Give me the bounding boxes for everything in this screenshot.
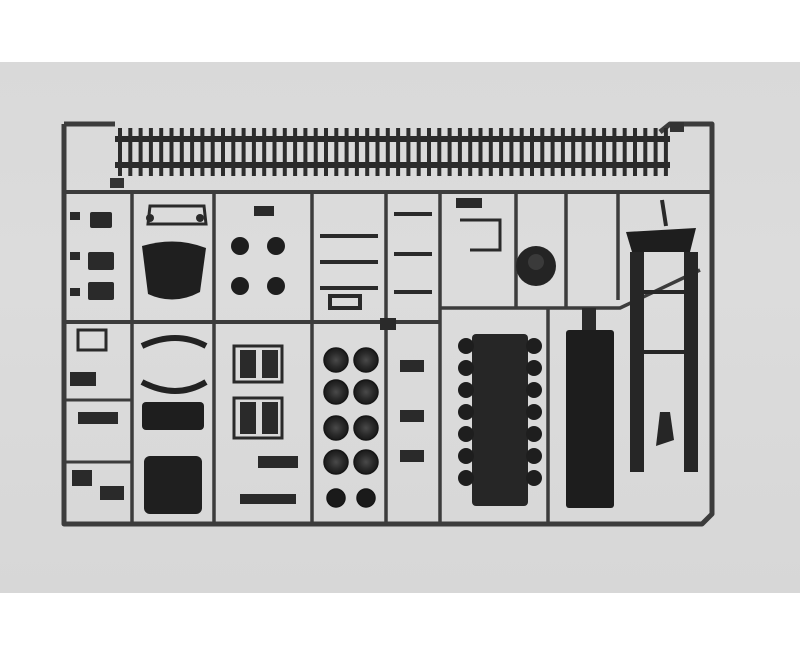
sleeper bbox=[365, 128, 370, 176]
chassis-wheel bbox=[458, 360, 474, 376]
sleeper bbox=[602, 128, 607, 176]
sleeper bbox=[416, 128, 421, 176]
wheel bbox=[356, 488, 376, 508]
side-panel-parts bbox=[232, 344, 298, 504]
chassis-wheel bbox=[526, 360, 542, 376]
sleeper bbox=[663, 128, 668, 176]
sleeper bbox=[231, 128, 236, 176]
misc-small-parts bbox=[70, 318, 424, 500]
wheel bbox=[323, 415, 349, 441]
wheel bbox=[323, 347, 349, 373]
sleeper bbox=[560, 128, 565, 176]
sleeper bbox=[241, 128, 246, 176]
wheel bbox=[323, 379, 349, 405]
sleeper bbox=[385, 128, 390, 176]
sleeper bbox=[148, 128, 153, 176]
sleeper bbox=[478, 128, 483, 176]
wheel bbox=[353, 415, 379, 441]
sleeper bbox=[375, 128, 380, 176]
sleeper bbox=[324, 128, 328, 176]
sleeper bbox=[633, 128, 637, 176]
sleeper bbox=[159, 128, 164, 176]
sleeper bbox=[437, 128, 442, 176]
sleeper bbox=[334, 128, 339, 176]
wheel bbox=[323, 449, 349, 475]
sleeper bbox=[457, 128, 462, 176]
sleeper bbox=[354, 128, 359, 176]
wheel-set-parts bbox=[323, 347, 379, 508]
sleeper bbox=[282, 128, 287, 176]
sleeper bbox=[190, 128, 195, 176]
chassis-wheel bbox=[526, 470, 542, 486]
sleeper bbox=[406, 128, 411, 176]
sleeper bbox=[128, 128, 133, 176]
chassis-wheel bbox=[526, 382, 542, 398]
smokebox-front-part bbox=[142, 204, 208, 300]
sleeper bbox=[396, 128, 401, 176]
sleeper bbox=[272, 128, 277, 176]
sleeper bbox=[251, 128, 256, 176]
chassis-wheel bbox=[458, 338, 474, 354]
sleeper bbox=[468, 128, 473, 176]
sleeper bbox=[643, 128, 648, 176]
chassis-wheel bbox=[458, 448, 474, 464]
chassis-wheel bbox=[458, 404, 474, 420]
sleeper bbox=[519, 128, 524, 176]
sleeper bbox=[210, 128, 215, 176]
locomotive-frame-part bbox=[626, 199, 698, 472]
wheel bbox=[353, 379, 379, 405]
sleeper bbox=[499, 128, 504, 176]
chassis-wheel bbox=[458, 382, 474, 398]
sleeper bbox=[550, 128, 555, 176]
sleeper bbox=[262, 128, 267, 176]
sleeper bbox=[138, 128, 143, 176]
sleeper bbox=[488, 128, 493, 176]
sleeper bbox=[540, 128, 545, 176]
dome-part bbox=[456, 198, 556, 286]
sleeper bbox=[571, 128, 576, 176]
sleeper bbox=[200, 128, 205, 176]
buffer-parts bbox=[231, 206, 285, 295]
sprue-frame bbox=[61, 121, 715, 527]
bracket-parts bbox=[70, 212, 114, 300]
wheel bbox=[353, 347, 379, 373]
sleeper bbox=[169, 128, 174, 176]
sleeper bbox=[447, 128, 452, 176]
chassis-wheel bbox=[526, 338, 542, 354]
sleeper bbox=[622, 128, 627, 176]
sleeper bbox=[293, 128, 298, 176]
sleeper bbox=[653, 128, 658, 176]
rod-parts bbox=[320, 212, 432, 310]
sleeper bbox=[179, 128, 184, 176]
sleeper bbox=[581, 128, 586, 176]
chassis-wheel bbox=[526, 426, 542, 442]
wheel bbox=[353, 449, 379, 475]
track-section-part bbox=[110, 122, 684, 188]
sleeper bbox=[303, 128, 308, 176]
wheel bbox=[326, 488, 346, 508]
chassis-wheel bbox=[458, 470, 474, 486]
sleeper bbox=[427, 128, 431, 176]
chassis-wheel bbox=[526, 404, 542, 420]
sleeper bbox=[118, 128, 122, 176]
cab-parts bbox=[140, 335, 208, 514]
chassis-wheel bbox=[526, 448, 542, 464]
tender-body-part bbox=[566, 308, 614, 508]
sleeper bbox=[591, 128, 596, 176]
sleeper bbox=[344, 128, 349, 176]
sleeper bbox=[612, 128, 617, 176]
sleeper bbox=[221, 128, 225, 176]
sleeper bbox=[509, 128, 514, 176]
sleeper bbox=[530, 128, 534, 176]
chassis-part bbox=[458, 334, 542, 506]
sleeper bbox=[313, 128, 318, 176]
chassis-wheel bbox=[458, 426, 474, 442]
